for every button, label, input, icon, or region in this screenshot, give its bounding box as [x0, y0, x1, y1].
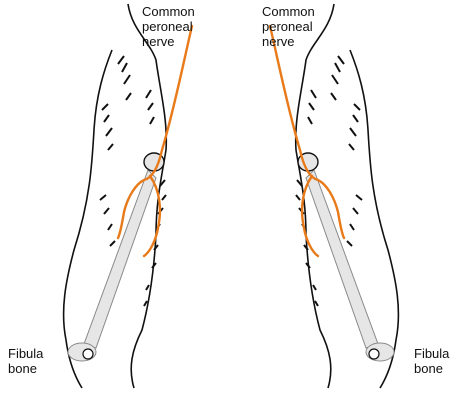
label-fibula-bone-left: Fibula bone — [8, 346, 43, 376]
label-line: Fibula — [414, 346, 449, 361]
label-line: nerve — [142, 34, 195, 49]
left-leg-hatching — [100, 56, 166, 306]
label-line: Fibula — [8, 346, 43, 361]
right-leg-hatching — [296, 56, 362, 306]
label-fibula-bone-right: Fibula bone — [414, 346, 449, 376]
right-leg — [270, 4, 398, 388]
left-fibula-bone — [68, 153, 164, 361]
label-line: Common — [142, 4, 195, 19]
label-line: bone — [8, 361, 43, 376]
right-leg-outline — [296, 4, 399, 388]
label-line: Common — [262, 4, 315, 19]
label-line: peroneal — [262, 19, 315, 34]
right-fibula-bone — [298, 153, 394, 361]
label-common-peroneal-nerve-left: Common peroneal nerve — [142, 4, 195, 49]
left-leg-outline — [64, 4, 167, 388]
label-line: nerve — [262, 34, 315, 49]
label-line: peroneal — [142, 19, 195, 34]
left-leg — [64, 4, 192, 388]
label-common-peroneal-nerve-right: Common peroneal nerve — [262, 4, 315, 49]
label-line: bone — [414, 361, 449, 376]
